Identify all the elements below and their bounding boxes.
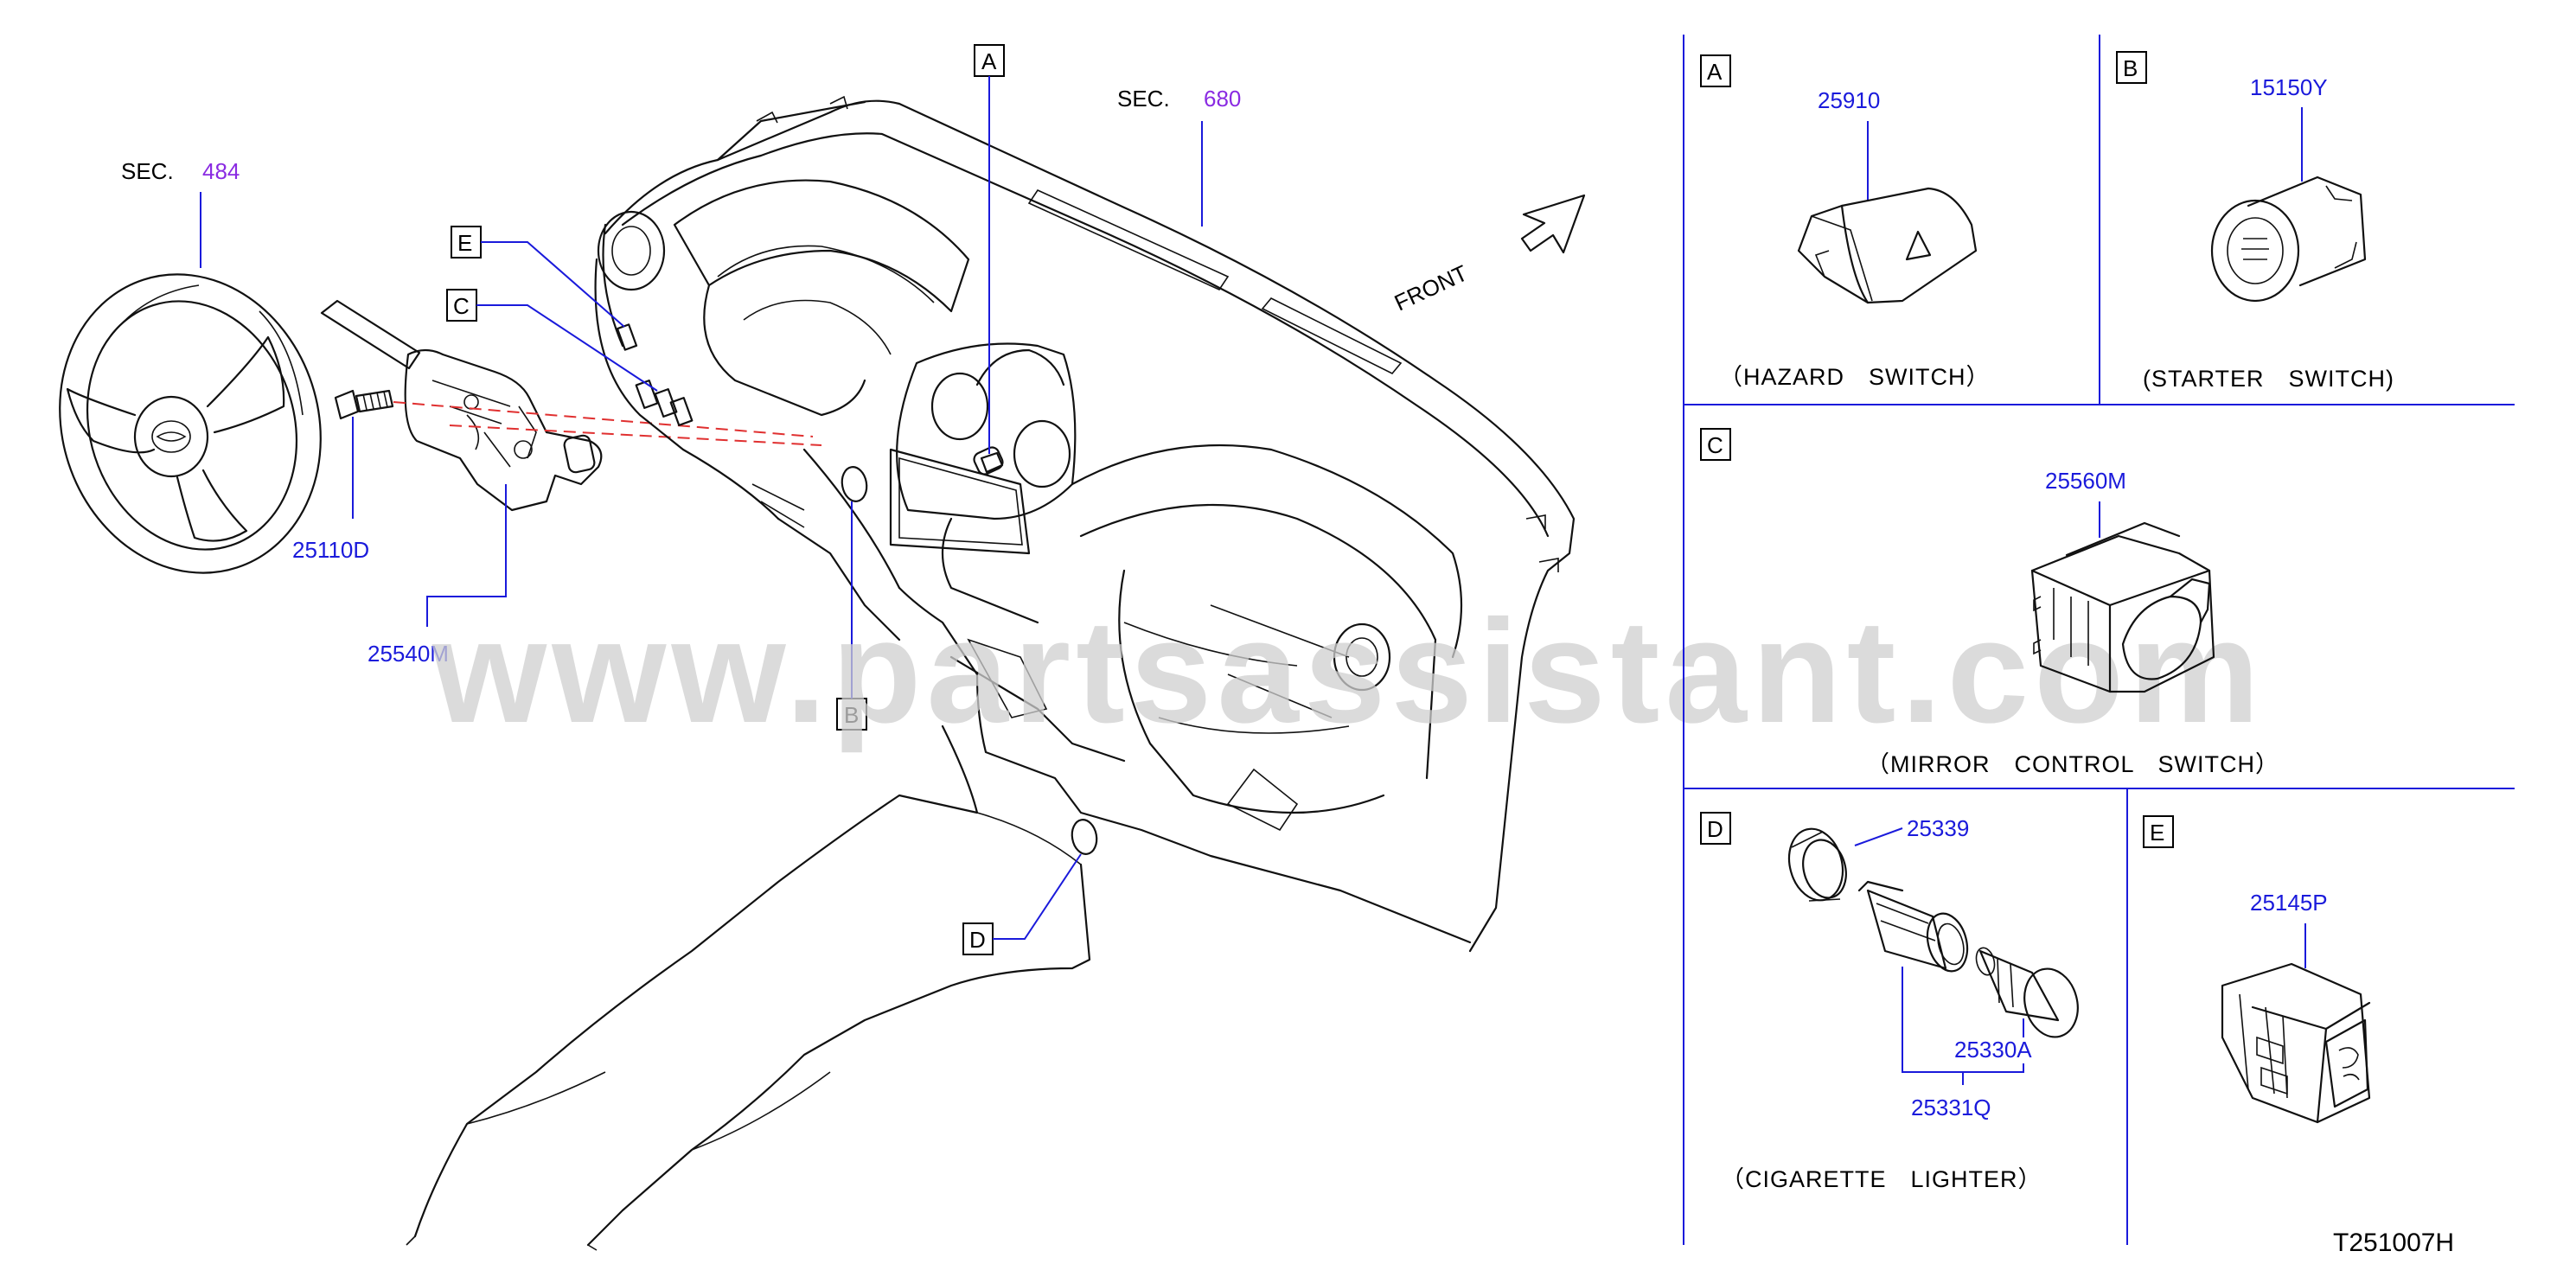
part-number-25540m[interactable]: 25540M xyxy=(368,641,449,667)
diagram-code: T251007H xyxy=(2333,1229,2454,1257)
section-number-680[interactable]: 680 xyxy=(1204,86,1241,112)
panel-a: A 25910 （HAZARD SWITCH） xyxy=(1700,54,1991,390)
combination-switch xyxy=(320,299,603,512)
svg-text:C: C xyxy=(1707,432,1723,458)
location-marker-e[interactable]: E xyxy=(451,226,482,259)
svg-text:D: D xyxy=(969,927,986,953)
panel-d: D 25339 25330A 25331Q （CIGARETTE LIGHTER… xyxy=(1700,812,2079,1192)
svg-text:A: A xyxy=(981,48,997,74)
panel-letter-b: B xyxy=(2116,51,2147,84)
part-number-25910[interactable]: 25910 xyxy=(1818,87,1880,113)
leader-25331q xyxy=(1902,967,2024,1085)
part-number-25145p[interactable]: 25145P xyxy=(2250,890,2328,916)
svg-text:B: B xyxy=(844,702,859,728)
lighter-plug xyxy=(1975,947,2079,1038)
section-prefix-680: SEC. xyxy=(1117,86,1170,112)
section-number-484[interactable]: 484 xyxy=(202,158,240,184)
bolt xyxy=(334,389,394,420)
lighter-ring xyxy=(1787,827,1847,902)
instrument-panel xyxy=(406,95,1576,1251)
part-number-25110d[interactable]: 25110D xyxy=(292,537,369,563)
panel-letter-e: E xyxy=(2143,815,2174,848)
leader-marker-c xyxy=(476,304,658,392)
leader-25540m xyxy=(426,484,507,627)
section-prefix-484: SEC. xyxy=(121,158,174,184)
caption-hazard-switch: （HAZARD SWITCH） xyxy=(1719,364,1991,390)
mirror-control-switch xyxy=(2030,521,2215,693)
panel-c: C 25560M （MIRROR CONTROL SWITCH） xyxy=(1700,428,2279,777)
steering-wheel xyxy=(59,273,322,574)
part-number-25560m[interactable]: 25560M xyxy=(2045,468,2126,494)
svg-text:E: E xyxy=(457,230,472,256)
panel-letter-d: D xyxy=(1700,812,1731,845)
caption-cigarette-lighter: （CIGARETTE LIGHTER） xyxy=(1721,1166,2042,1192)
panel-b: B 15150Y (STARTER SWITCH) xyxy=(2116,51,2394,392)
detail-panel-frame xyxy=(1683,35,2515,1245)
part-number-25330a[interactable]: 25330A xyxy=(1954,1037,2032,1063)
lighter-socket xyxy=(1857,880,1969,973)
alignment-lines xyxy=(393,401,822,446)
front-direction: FRONT xyxy=(1390,194,1586,316)
panel-letter-c: C xyxy=(1700,428,1731,461)
part-number-15150y[interactable]: 15150Y xyxy=(2250,74,2328,100)
svg-text:D: D xyxy=(1707,816,1723,842)
hazard-switch xyxy=(1797,187,1978,304)
switch-e xyxy=(2221,962,2371,1124)
leader-marker-e xyxy=(481,241,625,328)
part-number-25331q[interactable]: 25331Q xyxy=(1911,1095,1991,1120)
watermark: www.partsassistant.com xyxy=(431,590,2265,754)
starter-switch xyxy=(2210,176,2367,303)
front-label: FRONT xyxy=(1390,259,1472,316)
leader-marker-d xyxy=(993,853,1082,940)
panel-e: E 25145P xyxy=(2143,815,2371,1124)
hazard-triangle-icon xyxy=(1905,230,1932,261)
caption-mirror-control-switch: （MIRROR CONTROL SWITCH） xyxy=(1866,751,2279,777)
caption-starter-switch: (STARTER SWITCH) xyxy=(2143,366,2394,392)
svg-text:B: B xyxy=(2123,55,2138,81)
panel-letter-a: A xyxy=(1700,54,1731,87)
svg-text:C: C xyxy=(453,293,470,319)
svg-text:A: A xyxy=(1707,59,1723,85)
location-marker-c[interactable]: C xyxy=(446,289,477,322)
part-number-25339[interactable]: 25339 xyxy=(1907,815,1969,841)
location-marker-a[interactable]: A xyxy=(974,44,1005,77)
svg-text:E: E xyxy=(2150,820,2164,846)
location-marker-d[interactable]: D xyxy=(962,922,994,955)
location-marker-b[interactable]: B xyxy=(836,698,867,731)
front-arrow-icon xyxy=(1520,194,1586,254)
leader-25339 xyxy=(1854,827,1903,846)
